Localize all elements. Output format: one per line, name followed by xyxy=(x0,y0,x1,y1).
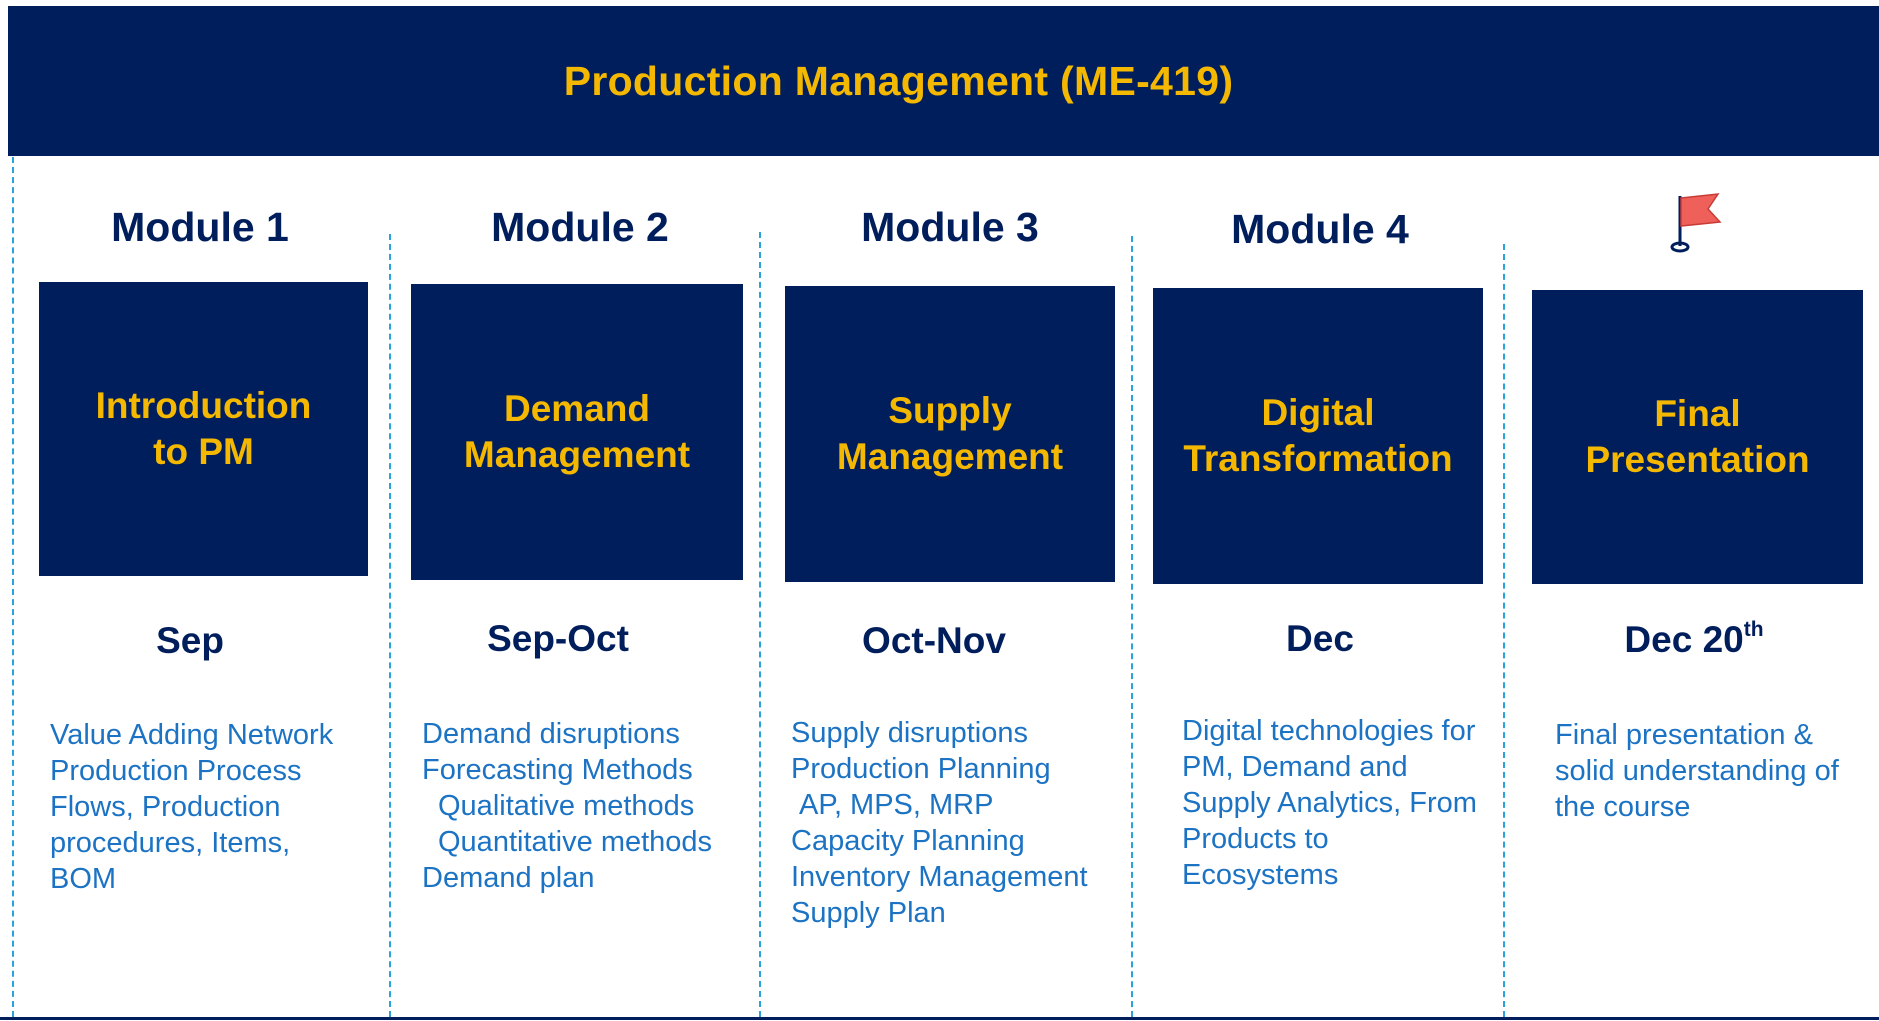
topic-item: Digital technologies for xyxy=(1182,715,1476,747)
module-period-text: Dec 20 xyxy=(1624,619,1744,660)
module-period: Oct-Nov xyxy=(862,620,1006,661)
topic-item: Flows, Production xyxy=(50,791,281,823)
flag-icon xyxy=(1670,193,1722,253)
topic-item: Ecosystems xyxy=(1182,859,1339,891)
module-period: Dec 20th xyxy=(1544,618,1844,661)
module-box-title: Introduction to PM xyxy=(95,385,312,472)
title-banner: Production Management (ME-419) xyxy=(8,6,1879,156)
bottom-rule xyxy=(0,1017,1879,1020)
topic-item: Production Planning xyxy=(791,753,1051,785)
topic-item: Qualitative methods xyxy=(438,790,695,822)
topic-item: Forecasting Methods xyxy=(422,754,693,786)
topic-item: Quantitative methods xyxy=(438,826,713,858)
column-separator xyxy=(759,232,761,1017)
topic-item: solid understanding of xyxy=(1555,755,1839,787)
topic-item: Demand plan xyxy=(422,862,595,894)
module-box: Introduction to PM xyxy=(39,282,368,576)
module-box: Supply Management xyxy=(785,286,1115,582)
topic-item: Products to xyxy=(1182,823,1329,855)
topic-item: Inventory Management xyxy=(791,861,1088,893)
topic-item: Production Process xyxy=(50,755,302,787)
module-box-title: Supply Management xyxy=(836,390,1064,477)
topic-item: procedures, Items, xyxy=(50,827,291,859)
topic-item: PM, Demand and xyxy=(1182,751,1408,783)
topic-item: Supply Analytics, From xyxy=(1182,787,1477,819)
module-heading: Module 4 xyxy=(1231,206,1409,252)
module-box-title: Digital Transformation xyxy=(1183,392,1453,479)
topic-item: Supply disruptions xyxy=(791,717,1028,749)
module-period: Dec xyxy=(1286,618,1354,659)
column-separator xyxy=(1503,244,1505,1017)
module-period-suffix: th xyxy=(1743,618,1764,641)
topic-item: Capacity Planning xyxy=(791,825,1025,857)
module-box: Demand Management xyxy=(411,284,743,580)
module-heading: Module 2 xyxy=(491,204,669,250)
module-topics: Demand disruptions Forecasting Methods Q… xyxy=(422,716,712,896)
topic-item: Supply Plan xyxy=(791,897,946,929)
topic-item: AP, MPS, MRP xyxy=(799,789,994,821)
module-period: Sep xyxy=(156,620,224,661)
topic-item: Demand disruptions xyxy=(422,718,680,750)
topic-item: the course xyxy=(1555,791,1691,823)
module-heading: Module 1 xyxy=(111,204,289,250)
module-heading: Module 3 xyxy=(861,204,1039,250)
module-box: Final Presentation xyxy=(1532,290,1863,584)
topic-item: Value Adding Network xyxy=(50,719,334,751)
module-box: Digital Transformation xyxy=(1153,288,1483,584)
module-period: Sep-Oct xyxy=(487,618,629,659)
column-separator xyxy=(1131,236,1133,1017)
page-title: Production Management (ME-419) xyxy=(563,57,1234,104)
module-topics: Value Adding Network Production Process … xyxy=(50,717,333,897)
topic-item: Final presentation & xyxy=(1555,719,1813,751)
topic-item: BOM xyxy=(50,863,117,895)
column-separator xyxy=(389,234,391,1017)
module-topics: Digital technologies for PM, Demand and … xyxy=(1182,713,1477,893)
column-separator xyxy=(12,157,14,1017)
module-topics: Final presentation & solid understanding… xyxy=(1555,717,1839,825)
module-box-title: Final Presentation xyxy=(1585,393,1810,480)
module-topics: Supply disruptions Production Planning A… xyxy=(791,715,1088,931)
module-box-title: Demand Management xyxy=(463,388,691,475)
